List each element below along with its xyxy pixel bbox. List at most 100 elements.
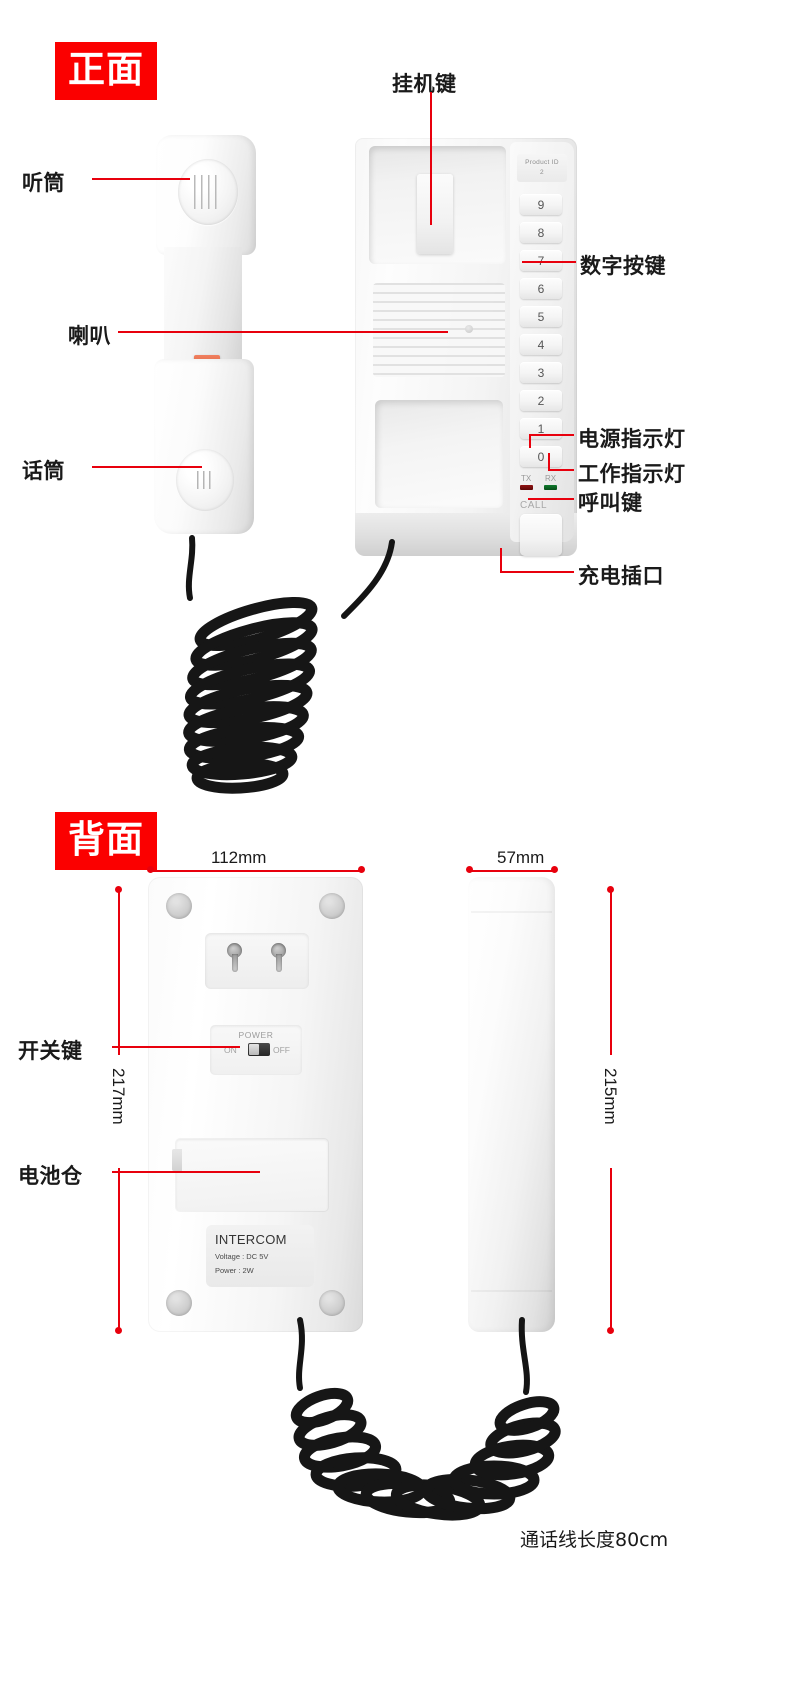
base-lower-recess <box>375 400 503 508</box>
spec-label-plate: INTERCOM Voltage : DC 5V Power : 2W <box>206 1225 314 1287</box>
base-unit-front-view: Product ID 2 9 8 7 6 5 4 3 2 1 0 TX RX C… <box>355 138 577 556</box>
back-coiled-cords <box>290 1317 561 1521</box>
indicator-led-row: TX RX <box>519 474 565 500</box>
power-switch-toggle[interactable] <box>248 1043 270 1056</box>
number-key-5[interactable]: 5 <box>520 306 562 327</box>
section-tag-front: 正面 <box>55 42 157 100</box>
annotation-earpiece: 听筒 <box>22 171 65 195</box>
leader-speaker <box>118 331 448 333</box>
power-switch-knob[interactable] <box>249 1044 259 1055</box>
annotation-battery-compartment: 电池仓 <box>18 1164 83 1188</box>
annotation-number-keys: 数字按键 <box>580 254 666 278</box>
wall-mount-plate <box>205 933 309 989</box>
rubber-pad-bottom-right <box>319 1290 345 1316</box>
number-key-8[interactable]: 8 <box>520 222 562 243</box>
handset-cradle <box>369 146 506 264</box>
side-seam-bottom <box>471 1290 552 1292</box>
number-key-7[interactable]: 7 <box>520 250 562 271</box>
dim-dot-width-side-right <box>551 866 558 873</box>
rx-label: RX <box>545 474 557 483</box>
switch-off-label: OFF <box>273 1045 290 1055</box>
dimline-width-main <box>150 870 362 872</box>
dimension-height-side: 215mm <box>601 1068 620 1125</box>
side-seam-top <box>471 911 552 913</box>
handset-front-view <box>148 135 256 550</box>
dim-dot-height-main-bottom <box>115 1327 122 1334</box>
cable-length-label: 通话线长度80cm <box>520 1529 669 1551</box>
dim-dot-height-main-top <box>115 886 122 893</box>
number-key-6[interactable]: 6 <box>520 278 562 299</box>
call-button[interactable] <box>520 514 562 556</box>
number-key-4[interactable]: 4 <box>520 334 562 355</box>
dim-dot-width-main-right <box>358 866 365 873</box>
product-id-label: Product ID <box>525 159 559 166</box>
annotation-work-indicator: 工作指示灯 <box>578 462 686 486</box>
dimline-width-side <box>470 870 554 872</box>
tx-label: TX <box>521 474 532 483</box>
base-unit-back-view: POWER ON OFF INTERCOM Voltage : DC 5V Po… <box>148 877 363 1332</box>
number-key-9[interactable]: 9 <box>520 194 562 215</box>
dim-dot-height-side-top <box>607 886 614 893</box>
rubber-pad-bottom-left <box>166 1290 192 1316</box>
leader-power-indicator-drop <box>529 434 531 448</box>
leader-earpiece <box>92 178 190 180</box>
microphone-grille <box>176 449 234 511</box>
handset-side-profile-view <box>468 877 555 1332</box>
number-key-2[interactable]: 2 <box>520 390 562 411</box>
dimension-width-side: 57mm <box>497 848 545 867</box>
front-coiled-cords <box>183 535 395 794</box>
battery-compartment-door[interactable] <box>172 1139 328 1211</box>
leader-work-indicator-rise <box>548 453 550 470</box>
leader-number-keys <box>522 261 576 263</box>
dim-dot-width-side-left <box>466 866 473 873</box>
dim-dot-width-main-left <box>147 866 154 873</box>
number-key-1[interactable]: 1 <box>520 418 562 439</box>
base-speaker-grille <box>373 283 505 377</box>
work-indicator-led <box>544 485 557 490</box>
battery-door-latch <box>172 1149 182 1171</box>
dimension-width-main: 112mm <box>211 848 267 867</box>
earpiece-grille <box>178 159 238 225</box>
power-switch-housing: POWER ON OFF <box>210 1025 302 1075</box>
number-key-0[interactable]: 0 <box>520 446 562 467</box>
leader-power-switch <box>112 1046 240 1048</box>
leader-power-indicator <box>529 434 574 436</box>
handset-neck <box>164 247 242 456</box>
annotation-microphone: 话筒 <box>22 459 65 483</box>
dim-dot-height-side-bottom <box>607 1327 614 1334</box>
number-key-3[interactable]: 3 <box>520 362 562 383</box>
annotation-call-key: 呼叫键 <box>578 491 643 515</box>
leader-microphone <box>92 466 202 468</box>
switch-on-label: ON <box>224 1045 237 1055</box>
annotation-power-switch: 开关键 <box>18 1039 83 1063</box>
dimline-height-main-upper <box>118 890 120 1055</box>
annotation-power-indicator: 电源指示灯 <box>578 427 686 451</box>
annotation-speaker: 喇叭 <box>68 324 111 348</box>
handset-earpiece-housing <box>156 135 256 255</box>
handset-microphone-housing <box>154 359 254 534</box>
dimension-height-main: 217mm <box>109 1068 128 1125</box>
product-id-value: 2 <box>540 169 544 177</box>
power-indicator-led <box>520 485 533 490</box>
rubber-pad-top-right <box>319 893 345 919</box>
spec-voltage: Voltage : DC 5V <box>215 1252 269 1261</box>
leader-charge-port-rise <box>500 548 502 572</box>
dimline-height-side-lower <box>610 1168 612 1330</box>
annotation-hook-key: 挂机键 <box>392 72 457 96</box>
annotation-charge-port: 充电插口 <box>578 564 664 588</box>
leader-charge-port <box>500 571 574 573</box>
rubber-pad-top-left <box>166 893 192 919</box>
power-caption: POWER <box>238 1030 274 1040</box>
product-id-plate: Product ID 2 <box>517 154 567 182</box>
leader-work-indicator <box>548 469 574 471</box>
leader-call-key <box>528 498 574 500</box>
wall-mount-keyhole-left <box>225 943 244 973</box>
hook-switch-key[interactable] <box>417 174 453 254</box>
dimline-height-side-upper <box>610 890 612 1055</box>
spec-power: Power : 2W <box>215 1266 254 1275</box>
keypad-panel: Product ID 2 9 8 7 6 5 4 3 2 1 0 TX RX C… <box>510 142 574 556</box>
call-caption: CALL <box>520 500 548 511</box>
brand-name: INTERCOM <box>215 1232 287 1247</box>
leader-hook-key <box>430 92 432 225</box>
